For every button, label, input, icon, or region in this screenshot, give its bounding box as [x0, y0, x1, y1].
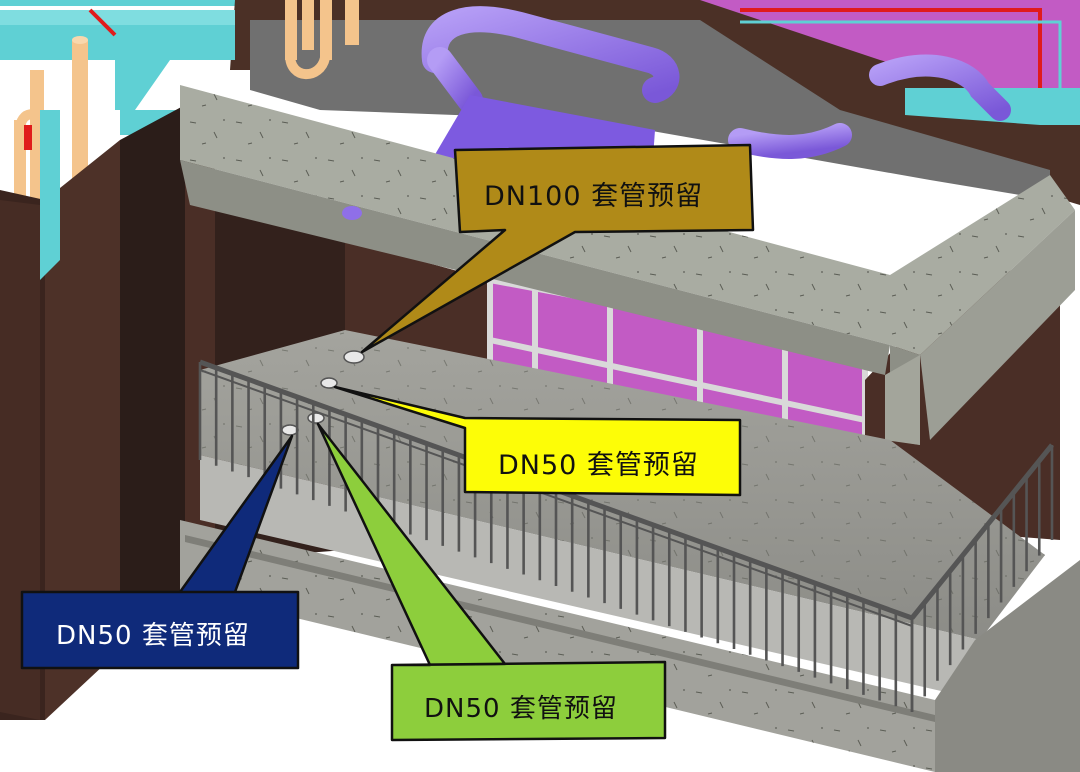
callout-dn100: [360, 143, 755, 354]
callout-dn50-yellow: [333, 385, 742, 497]
drain-pipes: [14, 0, 359, 240]
callout-dn50-green-label: DN50 套管预留: [424, 694, 618, 724]
railing-bar: [910, 443, 1054, 620]
railing-bar: [199, 369, 913, 627]
callout-dn50-yellow-label: DN50 套管预留: [498, 450, 699, 481]
callout-dn50-navy: [20, 434, 300, 670]
sleeve-holes: [281, 350, 365, 436]
callout-dn50-navy-label: DN50 套管预留: [56, 621, 250, 651]
callout-dn100-label: DN100 套管预留: [484, 181, 704, 212]
callout-dn50-green: [316, 422, 667, 742]
